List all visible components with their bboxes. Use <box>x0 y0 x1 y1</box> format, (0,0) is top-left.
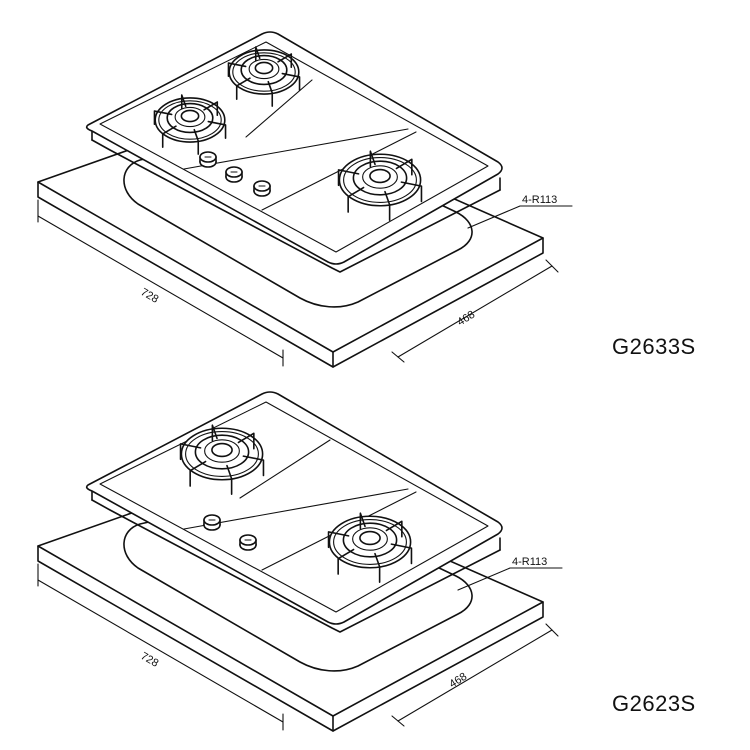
control-knob-icon <box>199 151 217 168</box>
burners-g2623s <box>179 424 413 583</box>
dim-length-label: 728 <box>139 650 161 670</box>
model-label-g2633s: G2633S <box>612 334 696 359</box>
model-label-g2623s: G2623S <box>612 691 696 716</box>
control-knob-icon <box>203 514 221 531</box>
burner-icon <box>179 424 265 495</box>
cooktop-body <box>85 31 503 273</box>
dim-corner-label: 4-R113 <box>522 194 557 206</box>
burners-g2633s <box>153 46 423 221</box>
burner-icon <box>337 150 423 221</box>
unit-g2633s: 728 468 4-R113 <box>37 31 573 368</box>
dim-width-label: 468 <box>447 671 469 691</box>
control-knob-icon <box>253 180 271 197</box>
dimension-corner-radius: 4-R113 <box>457 556 563 591</box>
dimension-width: 468 <box>391 259 559 363</box>
dimension-corner-radius: 4-R113 <box>467 194 573 229</box>
control-knob-icon <box>239 534 257 551</box>
dim-corner-label: 4-R113 <box>512 556 547 568</box>
dim-length-label: 728 <box>139 286 161 306</box>
burner-icon <box>327 512 413 583</box>
burner-icon <box>227 46 301 107</box>
unit-g2623s: 728 468 4-R113 <box>37 391 563 732</box>
control-knob-icon <box>225 166 243 183</box>
knobs-g2633s <box>199 151 271 197</box>
burner-icon <box>153 94 227 155</box>
knobs-g2623s <box>203 514 257 551</box>
